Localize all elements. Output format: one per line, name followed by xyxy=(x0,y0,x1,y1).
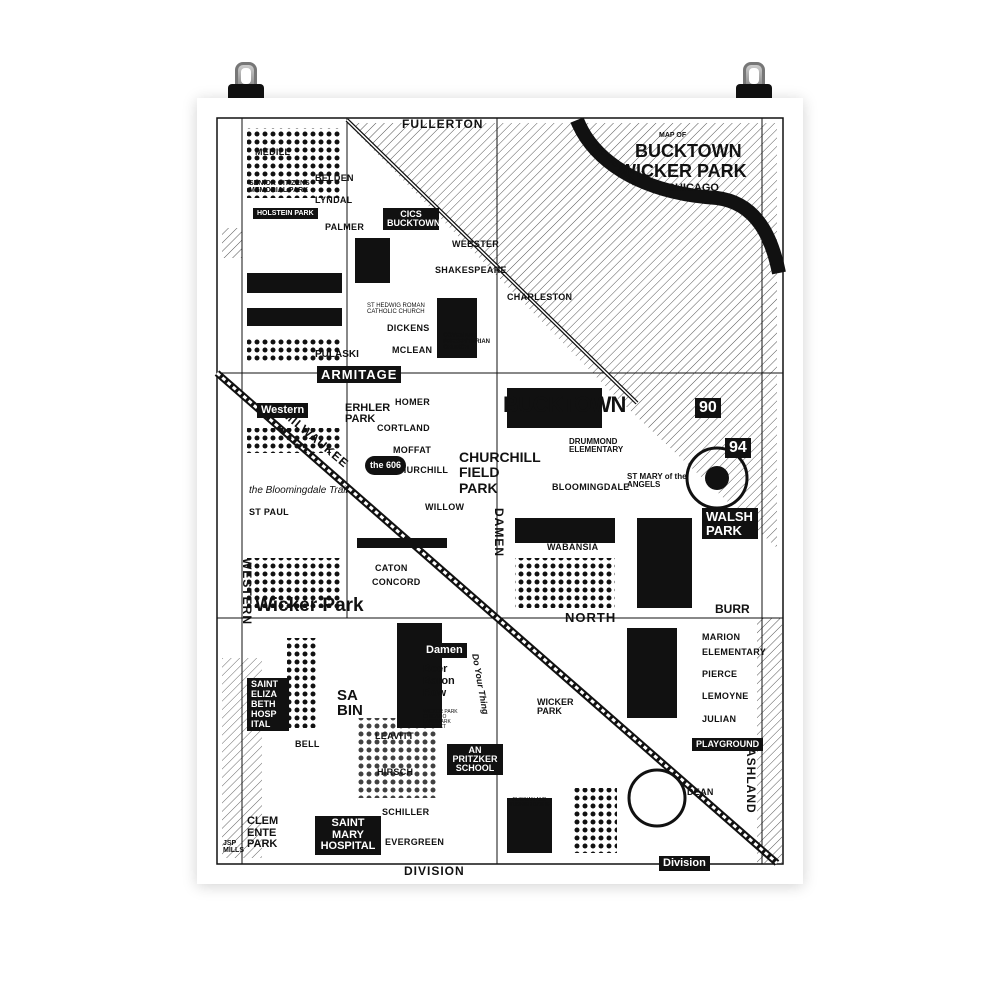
jsp-mills-logo: JSP MILLS xyxy=(223,840,244,854)
poster: MAP OF BUCKTOWN WICKER PARK CHICAGO CHIC… xyxy=(197,98,803,884)
milwaukee-avenue-line xyxy=(214,370,780,866)
saint-mary-hospital: SAINT MARY HOSPITAL xyxy=(315,816,381,855)
street-ellen: DEAN xyxy=(687,787,714,797)
burr-label: BURR xyxy=(715,602,750,616)
churchill-field-park: CHURCHILL FIELD PARK xyxy=(459,449,541,496)
drummond-elementary: DRUMMOND ELEMENTARY xyxy=(569,437,624,454)
street-lemoyne: PIERCE xyxy=(702,669,738,679)
street-palmer: PALMER xyxy=(325,222,365,232)
street-moffat: MOFFAT xyxy=(393,445,432,455)
senior-citizens-park: SENIOR CITIZENS MEMORIAL PARK xyxy=(249,180,310,194)
street-lyndal: LYNDAL xyxy=(315,195,353,205)
western-badge: Western xyxy=(257,403,309,418)
i90-shield: 90 xyxy=(695,398,721,418)
street-willow: WILLOW xyxy=(425,502,465,512)
wicker-park-logo: Wicker Park xyxy=(255,595,364,616)
st-hedwig-church: ST HEDWIG ROMAN CATHOLIC CHURCH xyxy=(367,303,425,315)
title-bucktown: BUCKTOWN xyxy=(635,141,742,161)
street-schiller: LEAVITT xyxy=(375,731,414,741)
clemente-park: CLEM ENTE PARK xyxy=(247,815,279,851)
pulaski-school: PULASKI xyxy=(315,349,359,360)
playground-label: PLAYGROUND xyxy=(692,738,764,751)
title-chicago: CHICAGO xyxy=(667,182,719,194)
hatch-east-zone xyxy=(347,123,777,548)
street-crystal: EVERGREEN xyxy=(385,837,445,847)
street-elementary: MARION xyxy=(702,632,741,642)
holstein-park: HOLSTEIN PARK xyxy=(253,208,318,219)
street-pierce: ELEMENTARY xyxy=(702,647,767,657)
street-caton: CATON xyxy=(375,563,408,573)
hatch-nw-zone xyxy=(222,228,242,258)
i90-number: 90 xyxy=(699,399,717,416)
street-belden: BELDEN xyxy=(315,173,354,183)
st-mary-angels: ST MARY of the ANGELS xyxy=(627,472,687,489)
street-armitage: ARMITAGE xyxy=(317,366,402,383)
block-grid xyxy=(217,118,783,864)
street-bloomingdale: BLOOMINGDALE xyxy=(552,482,630,492)
i94-number: 94 xyxy=(729,439,747,456)
the-606-badge: the 606 xyxy=(365,456,407,475)
street-mclean: MCLEAN xyxy=(392,345,433,355)
damen-badge: Damen xyxy=(422,643,467,658)
sabin-elementary: SA BIN xyxy=(337,687,363,719)
chicago-river xyxy=(570,117,786,275)
cics-bucktown: CICS BUCKTOWN xyxy=(383,208,440,230)
street-western: WESTERN xyxy=(240,558,254,625)
block-art xyxy=(247,128,749,853)
street-north: NORTH xyxy=(565,610,617,625)
street-cortland: CORTLAND xyxy=(377,423,430,433)
map-artwork xyxy=(214,117,786,866)
i94-shield: 94 xyxy=(725,438,751,458)
street-dickens: DICKENS xyxy=(387,323,430,333)
street-evergreen: HIRSCH xyxy=(377,767,414,777)
street-beach: JULIAN xyxy=(702,714,737,724)
street-concord: CONCORD xyxy=(372,577,421,587)
saint-elizabeth-hospital: SAINT ELIZA BETH HOSP ITAL xyxy=(247,678,289,732)
street-potomac: SCHILLER xyxy=(382,807,430,817)
pritzker-school: AN PRITZKER SCHOOL xyxy=(447,744,503,775)
walsh-park: WALSH PARK xyxy=(702,508,758,540)
bloomingdale-trail: the Bloomingdale Trail xyxy=(249,485,348,496)
street-charleston: CHARLESTON xyxy=(507,292,573,302)
covenant-church: COVENANT PRESBYTERIAN CHURCH xyxy=(443,333,491,351)
street-julian: LEMOYNE xyxy=(702,691,749,701)
division-badge: Division xyxy=(659,856,710,871)
street-homer: HOMER xyxy=(395,397,430,407)
street-churchill: CHURCHILL xyxy=(393,465,449,475)
map-of-label: MAP OF xyxy=(659,132,687,139)
erhler-park: ERHLER PARK xyxy=(345,402,391,425)
street-damen: DAMEN xyxy=(492,508,506,557)
landmark-district: WICKER PARK CHICAGO LANDMARK DISTRICT xyxy=(423,709,458,730)
beer-baron-row: Beer Baron Row xyxy=(423,663,455,700)
street-hirsch: BELL xyxy=(295,739,320,749)
street-shakespeare: SHAKESPEARE xyxy=(435,265,507,275)
bucktown-logo: BUCKTOWN xyxy=(503,392,626,417)
street-medill: MEDILL xyxy=(255,147,291,157)
street-fullerton: FULLERTON xyxy=(402,117,484,131)
street-ashland: ASHLAND xyxy=(744,748,758,814)
street-webster: WEBSTER xyxy=(452,239,500,249)
russian-turkish-baths: RUSSIAN AND TURKISH BATHS xyxy=(509,797,550,808)
street-wabansia: WABANSIA xyxy=(547,542,599,552)
street-st-paul: ST PAUL xyxy=(249,507,289,517)
wicker-park-statue-label: WICKER PARK xyxy=(537,697,574,716)
title-wicker-park: WICKER PARK xyxy=(619,161,747,181)
street-division: DIVISION xyxy=(404,864,465,878)
